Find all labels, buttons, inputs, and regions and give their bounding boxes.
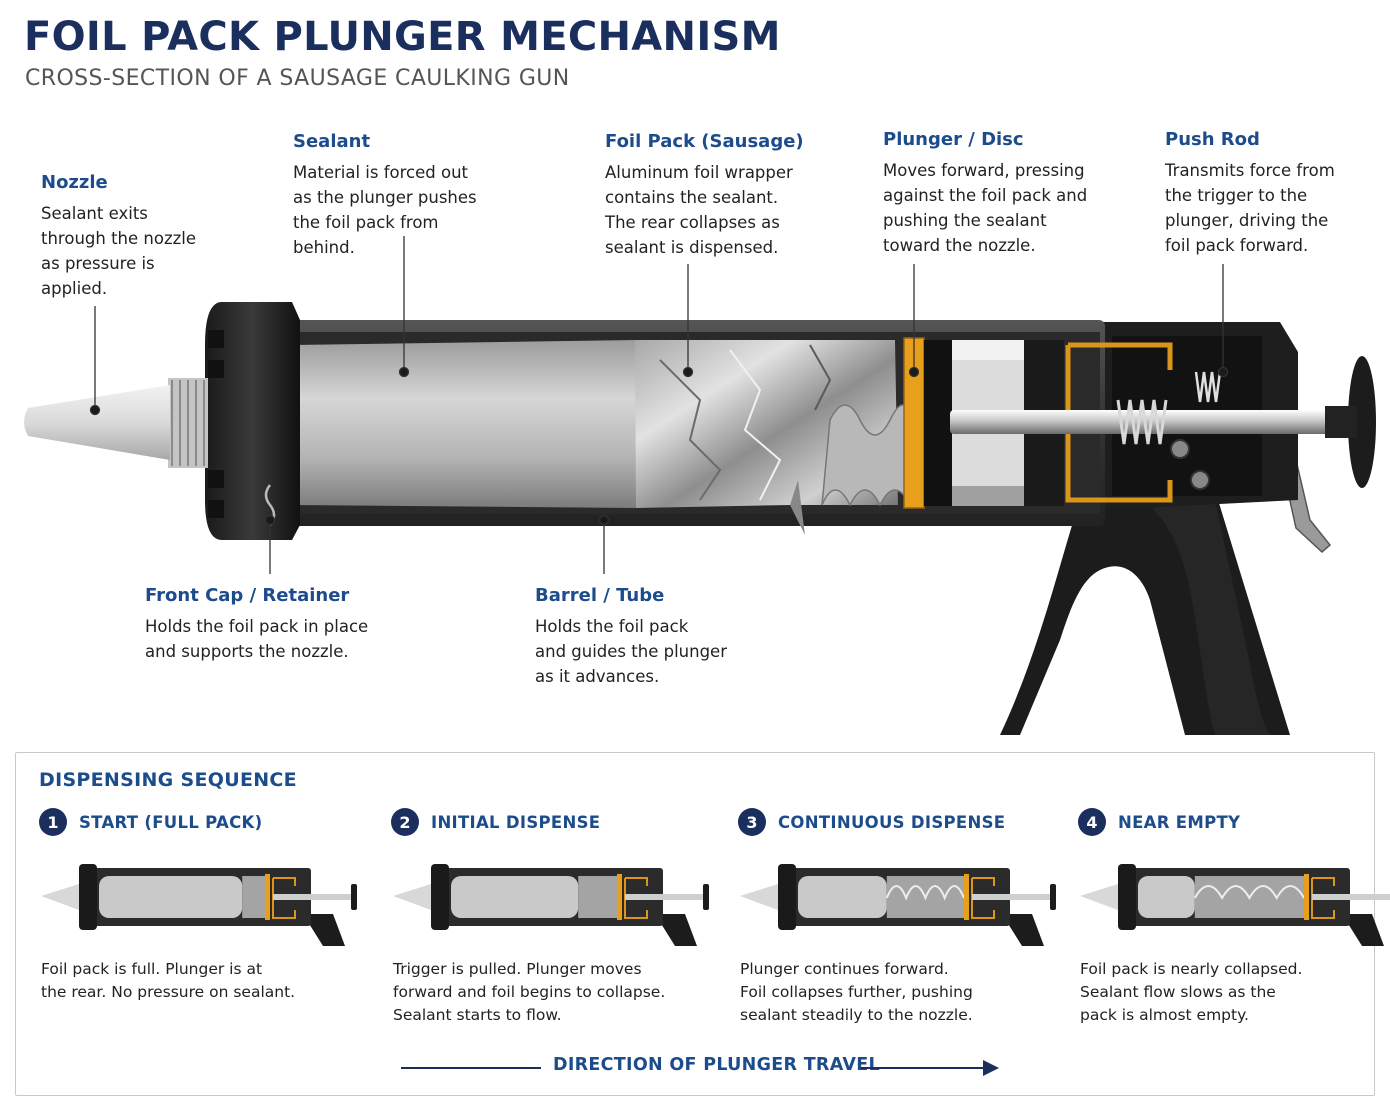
- direction-label: DIRECTION OF PLUNGER TRAVEL: [553, 1055, 880, 1075]
- mini-gun-diagram: [1080, 864, 1390, 946]
- callout-front-cap-title: Front Cap / Retainer: [145, 585, 350, 606]
- mini-plunger: [617, 874, 622, 920]
- step-label: INITIAL DISPENSE: [431, 812, 601, 832]
- mini-foil-fold: [1193, 885, 1305, 901]
- step-number-badge: 1: [39, 808, 67, 836]
- arrow-right-icon: [983, 1060, 999, 1076]
- mini-front-cap: [778, 864, 796, 930]
- trigger: [1140, 455, 1270, 735]
- step-header: 4 NEAR EMPTY: [1078, 808, 1390, 836]
- mini-rod: [972, 894, 1054, 900]
- mini-rod: [1312, 894, 1390, 900]
- step-number-badge: 2: [391, 808, 419, 836]
- callout-nozzle-title: Nozzle: [41, 172, 108, 193]
- mini-knob: [351, 884, 357, 910]
- mini-sealant: [451, 876, 579, 918]
- mini-plunger: [1304, 874, 1309, 920]
- mini-sealant: [99, 876, 243, 918]
- page-subtitle: CROSS-SECTION OF A SAUSAGE CAULKING GUN: [25, 66, 570, 91]
- mini-handle: [655, 914, 697, 946]
- step-description: Foil pack is nearly collapsed. Sealant f…: [1080, 960, 1303, 1024]
- sequence-step: 1 START (FULL PACK) Foil pack is full. P…: [39, 808, 369, 1038]
- step-description: Foil pack is full. Plunger is at the rea…: [41, 960, 296, 1001]
- mini-knob: [703, 884, 709, 910]
- direction-indicator: DIRECTION OF PLUNGER TRAVEL: [401, 1055, 1001, 1079]
- step-label: START (FULL PACK): [79, 812, 263, 832]
- mini-nozzle: [41, 884, 79, 910]
- mini-sealant: [798, 876, 887, 918]
- mini-plunger: [964, 874, 969, 920]
- mini-nozzle: [740, 884, 778, 910]
- rod-end-knob: [1348, 356, 1376, 488]
- mini-gun-diagram: [740, 864, 1056, 946]
- sequence-step: 4 NEAR EMPTY Foil pack is nearly collaps…: [1078, 808, 1390, 1038]
- callout-push-rod-body: Transmits force from the trigger to the …: [1165, 161, 1335, 255]
- step-number-badge: 4: [1078, 808, 1106, 836]
- sequence-title: DISPENSING SEQUENCE: [39, 769, 297, 791]
- mini-handle: [1002, 914, 1044, 946]
- callout-sealant-title: Sealant: [293, 131, 371, 152]
- callout-barrel-title: Barrel / Tube: [535, 585, 665, 606]
- step-label: NEAR EMPTY: [1118, 812, 1241, 832]
- sealant-fill: [262, 340, 640, 508]
- caulking-gun-cross-section: [24, 236, 1376, 735]
- mini-foil: [242, 876, 265, 918]
- step-header: 2 INITIAL DISPENSE: [391, 808, 721, 836]
- mini-front-cap: [1118, 864, 1136, 930]
- step-header: 1 START (FULL PACK): [39, 808, 369, 836]
- callout-front-cap: Front Cap / Retainer Holds the foil pack…: [145, 585, 368, 664]
- callout-nozzle: Nozzle Sealant exits through the nozzle …: [41, 172, 196, 301]
- mini-nozzle: [1080, 884, 1118, 910]
- spring: [1116, 399, 1168, 445]
- mini-foil-fold: [885, 885, 965, 901]
- callout-foil-pack-body: Aluminum foil wrapper contains the seala…: [605, 163, 793, 257]
- callout-front-cap-body: Holds the foil pack in place and support…: [145, 617, 369, 661]
- mini-nozzle: [393, 884, 431, 910]
- callout-foil-pack: Foil Pack (Sausage) Aluminum foil wrappe…: [605, 131, 804, 260]
- callout-plunger: Plunger / Disc Moves forward, pressing a…: [883, 129, 1087, 258]
- front-cap: [205, 302, 300, 540]
- dispensing-sequence-panel: DISPENSING SEQUENCE 1 START (FULL PACK) …: [15, 752, 1390, 1096]
- mini-front-cap: [431, 864, 449, 930]
- mini-sealant: [1138, 876, 1195, 918]
- step-description: Plunger continues forward. Foil collapse…: [740, 960, 973, 1024]
- mini-gun-diagram: [41, 864, 357, 946]
- mini-front-cap: [79, 864, 97, 930]
- mini-rod: [625, 894, 707, 900]
- mini-handle: [303, 914, 345, 946]
- callout-push-rod-title: Push Rod: [1165, 129, 1260, 150]
- mini-plunger: [265, 874, 270, 920]
- callout-sealant-body: Material is forced out as the plunger pu…: [293, 163, 477, 257]
- callout-plunger-title: Plunger / Disc: [883, 129, 1024, 150]
- callout-plunger-body: Moves forward, pressing against the foil…: [883, 161, 1088, 255]
- callout-barrel: Barrel / Tube Holds the foil pack and gu…: [535, 585, 727, 689]
- callout-sealant: Sealant Material is forced out as the pl…: [293, 131, 477, 260]
- callout-foil-pack-title: Foil Pack (Sausage): [605, 131, 804, 152]
- callout-push-rod: Push Rod Transmits force from the trigge…: [1165, 129, 1335, 258]
- callout-barrel-body: Holds the foil pack and guides the plung…: [535, 617, 727, 686]
- mini-gun-diagram: [393, 864, 709, 946]
- nozzle-cone: [24, 385, 170, 460]
- mini-rod: [273, 894, 355, 900]
- direction-line-left: [401, 1067, 541, 1069]
- page-title: FOIL PACK PLUNGER MECHANISM: [24, 14, 781, 60]
- callout-nozzle-body: Sealant exits through the nozzle as pres…: [41, 204, 197, 298]
- step-number-badge: 3: [738, 808, 766, 836]
- step-label: CONTINUOUS DISPENSE: [778, 812, 1006, 832]
- step-header: 3 CONTINUOUS DISPENSE: [738, 808, 1068, 836]
- mini-foil: [578, 876, 617, 918]
- sequence-step: 2 INITIAL DISPENSE Trigger is pulled. Pl…: [391, 808, 721, 1038]
- direction-line-right: [861, 1067, 986, 1069]
- mini-handle: [1342, 914, 1384, 946]
- sequence-step: 3 CONTINUOUS DISPENSE Plunger continues …: [738, 808, 1068, 1038]
- step-description: Trigger is pulled. Plunger moves forward…: [393, 960, 666, 1024]
- mini-knob: [1050, 884, 1056, 910]
